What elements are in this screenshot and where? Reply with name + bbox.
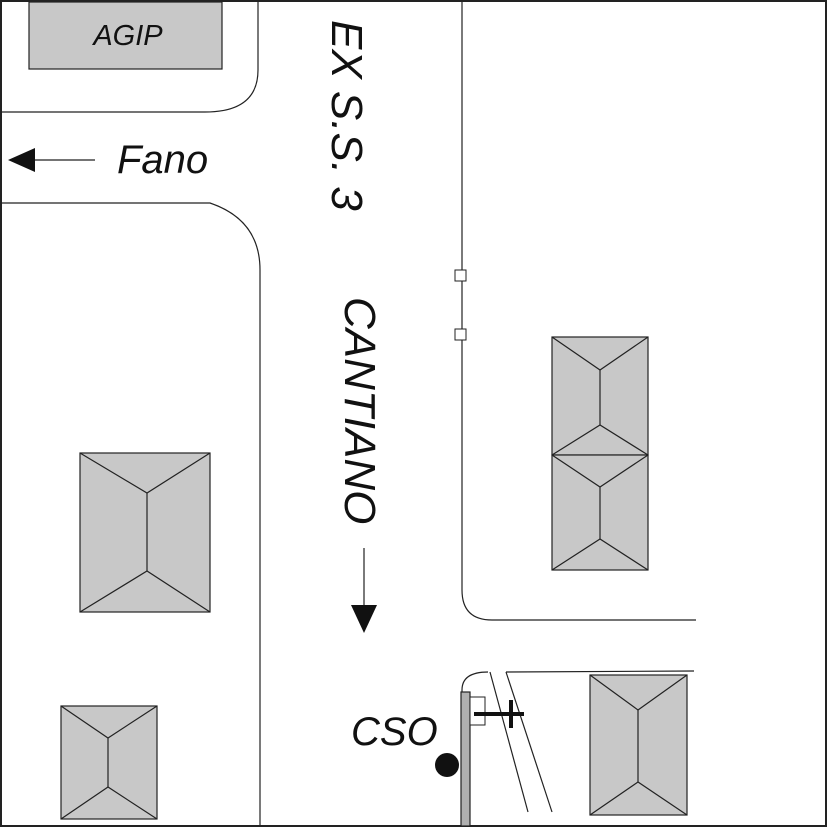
cso-label: CSO xyxy=(351,710,438,754)
road-name-line1: EX S.S. 3 xyxy=(322,20,371,211)
fano-label: Fano xyxy=(117,138,208,182)
cso-marker-icon xyxy=(435,753,459,777)
road-name-line2: CANTIANO xyxy=(335,297,384,524)
cso-wall xyxy=(460,691,471,827)
building-east-lower xyxy=(551,454,649,571)
road-edge-south-west xyxy=(2,202,261,826)
road-edges xyxy=(2,2,696,826)
road-edge-north-west xyxy=(2,2,259,113)
arrow-down-icon xyxy=(351,605,377,633)
road-edge-side-top xyxy=(505,670,695,673)
agip-label: AGIP xyxy=(91,20,163,52)
cso-chamber xyxy=(469,696,486,726)
road-edge-side-curve xyxy=(461,671,489,700)
building-east-upper xyxy=(551,336,649,456)
road-edge-side-diag-1 xyxy=(489,671,529,813)
building-west-small xyxy=(60,705,158,820)
arrow-left-icon xyxy=(8,148,35,172)
road-edge-side-diag-2 xyxy=(505,671,553,813)
utility-box xyxy=(454,328,467,341)
building-southeast xyxy=(589,674,688,816)
building-west-large xyxy=(79,452,211,613)
road-edge-east xyxy=(461,2,696,621)
utility-box xyxy=(454,269,467,282)
agip-building xyxy=(28,1,223,70)
